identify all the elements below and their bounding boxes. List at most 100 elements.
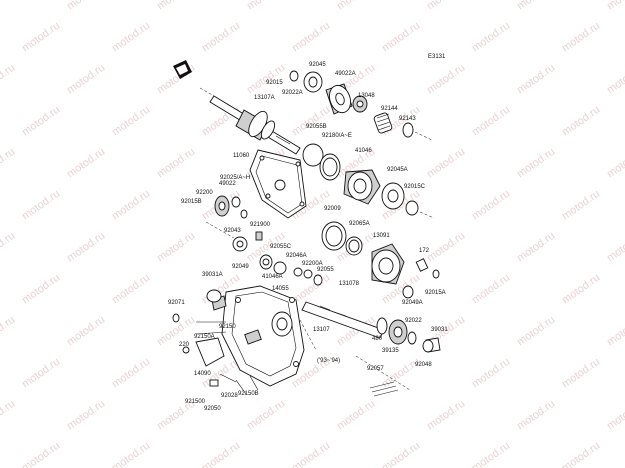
watermark-text: motod.ru <box>65 62 107 97</box>
watermark-text: motod.ru <box>515 314 557 349</box>
watermark-text: motod.ru <box>380 356 422 391</box>
watermark-text: motod.ru <box>560 440 602 468</box>
watermark-text: motod.ru <box>470 440 512 468</box>
watermark-text: motod.ru <box>155 230 197 265</box>
part-label: 92028 <box>221 393 238 399</box>
watermark-text: motod.ru <box>290 20 332 55</box>
watermark-text: motod.ru <box>0 0 17 12</box>
watermark-text: motod.ru <box>515 230 557 265</box>
watermark-text: motod.ru <box>605 62 625 97</box>
watermark-text: motod.ru <box>605 314 625 349</box>
watermark-text: motod.ru <box>425 62 467 97</box>
part-label: 92055 <box>317 267 334 273</box>
watermark-text: motod.ru <box>335 398 377 433</box>
watermark-text: motod.ru <box>20 356 62 391</box>
watermark-text: motod.ru <box>380 440 422 468</box>
watermark-text: motod.ru <box>20 104 62 139</box>
watermark-text: motod.ru <box>0 62 17 97</box>
part-label: 92049A <box>402 300 423 306</box>
watermark-text: motod.ru <box>65 146 107 181</box>
watermark-text: motod.ru <box>20 188 62 223</box>
watermark-text: motod.ru <box>605 146 625 181</box>
watermark-text: motod.ru <box>605 230 625 265</box>
watermark-text: motod.ru <box>20 272 62 307</box>
part-label: 220 <box>179 342 190 348</box>
part-number-labels: 92045 49022A 92015 92022A 13107A 13048 9… <box>168 62 448 412</box>
part-label: 39031A <box>202 272 223 278</box>
watermark-text: motod.ru <box>65 230 107 265</box>
part-label: 92055C <box>270 244 292 250</box>
middle-housing-parts <box>302 143 435 219</box>
part-label: 92015A <box>425 290 446 296</box>
watermark-text: motod.ru <box>65 314 107 349</box>
watermark-text: motod.ru <box>470 272 512 307</box>
part-label: 92046A <box>286 253 307 259</box>
watermark-text: motod.ru <box>0 230 17 265</box>
part-label: 92180/A~E <box>322 133 352 139</box>
middle-rings <box>321 221 440 285</box>
part-label: 92200 <box>196 190 213 196</box>
part-label: 41046A <box>262 274 283 280</box>
watermark-text: motod.ru <box>515 62 557 97</box>
watermark-text: motod.ru <box>110 188 152 223</box>
part-label: 13048 <box>358 93 375 99</box>
watermark-text: motod.ru <box>425 146 467 181</box>
watermark-text: motod.ru <box>425 230 467 265</box>
watermark-text: motod.ru <box>110 272 152 307</box>
watermark-text: motod.ru <box>560 20 602 55</box>
watermark-text: motod.ru <box>560 356 602 391</box>
watermark-text: motod.ru <box>470 188 512 223</box>
part-label: 14055 <box>272 286 289 292</box>
part-label: 92048 <box>415 362 432 368</box>
watermark-text: motod.ru <box>65 0 107 12</box>
part-label: 92150B <box>238 391 259 397</box>
watermark-text: motod.ru <box>245 398 287 433</box>
part-label: 49022A <box>335 71 356 77</box>
part-label: 92025/A~H <box>220 175 250 181</box>
part-label: 92022A <box>282 90 303 96</box>
part-label: 92045 <box>309 62 326 68</box>
watermark-text: motod.ru <box>0 146 17 181</box>
watermark-text: motod.ru <box>0 314 17 349</box>
watermark-text: motod.ru <box>155 146 197 181</box>
watermark-text: motod.ru <box>200 440 242 468</box>
watermark-text: motod.ru <box>65 398 107 433</box>
part-label: 92071 <box>168 300 185 306</box>
part-label: 49022 <box>219 181 236 187</box>
watermark-text: motod.ru <box>515 398 557 433</box>
part-label: 921900 <box>250 222 271 228</box>
part-label: 92043 <box>224 228 241 234</box>
part-label: 92200A <box>302 261 323 267</box>
watermark-text: motod.ru <box>425 398 467 433</box>
part-label: 92045A <box>387 167 408 173</box>
watermark-text: motod.ru <box>425 0 467 12</box>
watermark-text: motod.ru <box>0 398 17 433</box>
part-label: 480 <box>372 336 383 342</box>
watermark-text: motod.ru <box>20 20 62 55</box>
part-label: 92015B <box>181 199 202 205</box>
part-label: 13091 <box>373 233 390 239</box>
watermark-text: motod.ru <box>20 440 62 468</box>
part-label: 92144 <box>381 106 398 112</box>
part-label: 39031 <box>431 327 448 333</box>
watermark-text: motod.ru <box>380 20 422 55</box>
watermark-text: motod.ru <box>155 0 197 12</box>
part-label: 92057 <box>367 366 384 372</box>
part-label: 11060 <box>233 153 250 159</box>
diagram-ref-code: E3131 <box>428 54 446 60</box>
part-label: 41046 <box>355 148 372 154</box>
part-label: 92022 <box>405 318 422 324</box>
front-arrow-icon <box>173 60 192 79</box>
watermark-text: motod.ru <box>110 20 152 55</box>
watermark-text: motod.ru <box>605 0 625 12</box>
part-label: 92150 <box>219 324 236 330</box>
part-label: 92049 <box>232 264 249 270</box>
left-gear-group <box>205 195 263 252</box>
part-label: 92015C <box>404 184 426 190</box>
part-label: 13107A <box>254 95 275 101</box>
part-label: 131078 <box>339 281 360 287</box>
part-label: 14090 <box>194 371 211 377</box>
watermark-text: motod.ru <box>560 272 602 307</box>
